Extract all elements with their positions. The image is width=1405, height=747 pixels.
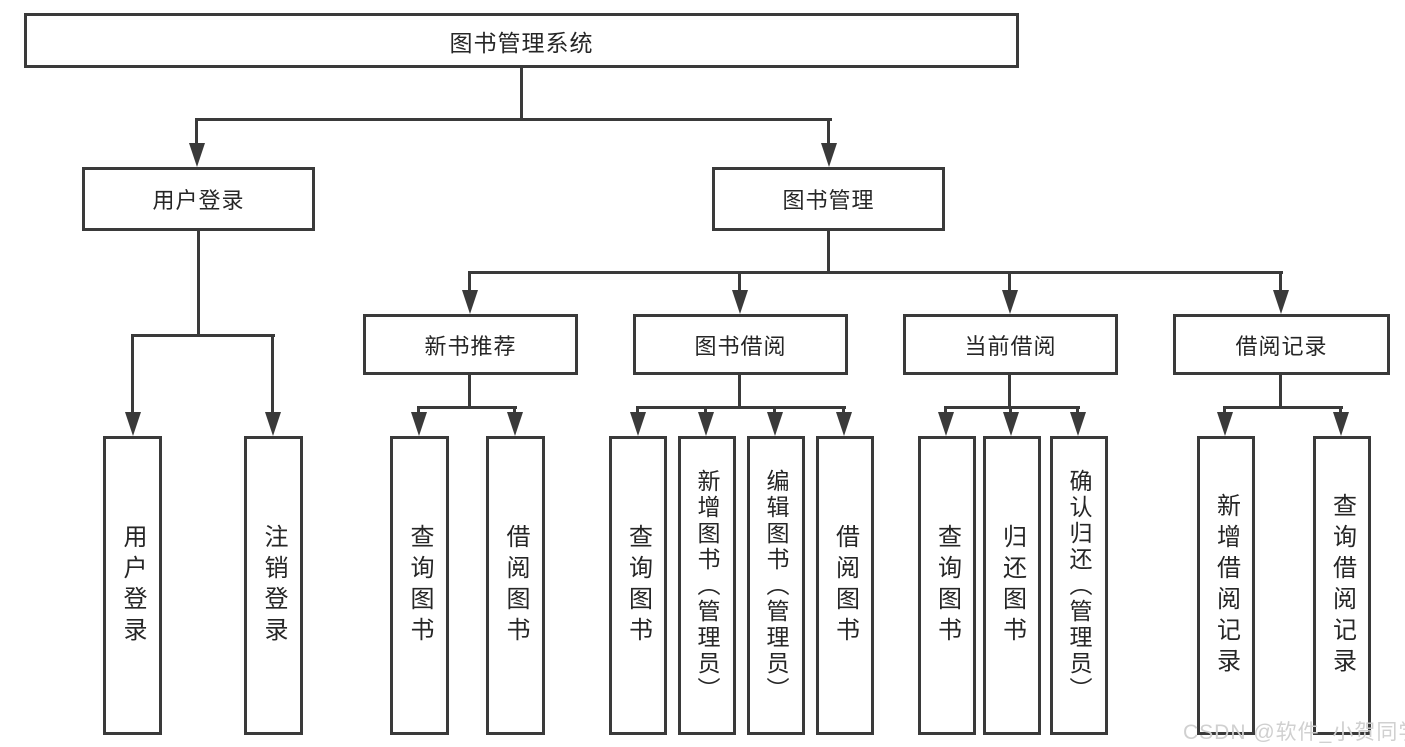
watermark-text: CSDN @软件_小贺同学 (1183, 721, 1405, 744)
node-user-login-label: 用户登录 (152, 188, 245, 213)
leaf-user-login: 用户登录 (103, 436, 162, 735)
leaf-current-query-books-label: 查询图书 (933, 523, 961, 648)
node-borrow-records: 借阅记录 (1173, 314, 1390, 375)
node-root-label: 图书管理系统 (449, 29, 594, 56)
arrow-down-icon (630, 412, 646, 436)
connector-recommend-rail (417, 406, 517, 409)
arrow-down-icon (507, 412, 523, 436)
connector-records-rail (1223, 406, 1343, 409)
node-new-book-recommend-label: 新书推荐 (424, 333, 517, 359)
leaf-logout: 注销登录 (244, 436, 303, 735)
connector-root-rail (196, 118, 832, 121)
arrow-down-icon (189, 143, 205, 167)
leaf-current-return-books-label: 归还图书 (998, 523, 1026, 648)
node-borrow-records-label: 借阅记录 (1235, 333, 1328, 359)
leaf-recommend-query-books-label: 查询图书 (406, 523, 433, 648)
arrow-shaft (827, 118, 830, 143)
leaf-user-login-label: 用户登录 (119, 523, 146, 648)
leaf-borrow-edit-books-admin-label: 编辑图书（管理员） (763, 468, 789, 703)
arrow-shaft (1076, 406, 1079, 412)
arrow-shaft (271, 334, 274, 412)
arrow-down-icon (1217, 412, 1233, 436)
node-new-book-recommend: 新书推荐 (363, 314, 578, 375)
arrow-shaft (1223, 406, 1226, 412)
node-book-borrow-label: 图书借阅 (694, 333, 787, 359)
leaf-current-query-books: 查询图书 (918, 436, 976, 735)
arrow-down-icon (1002, 290, 1018, 314)
arrow-shaft (842, 406, 845, 412)
connector-current-stem (1008, 375, 1011, 406)
connector-recommend-stem (468, 375, 471, 406)
arrow-down-icon (836, 412, 852, 436)
leaf-current-return-books: 归还图书 (983, 436, 1041, 735)
arrow-down-icon (411, 412, 427, 436)
node-root-system: 图书管理系统 (24, 13, 1019, 68)
leaf-borrow-add-books-admin: 新增图书（管理员） (678, 436, 736, 735)
leaf-borrow-edit-books-admin: 编辑图书（管理员） (747, 436, 805, 735)
arrow-down-icon (767, 412, 783, 436)
arrow-down-icon (265, 412, 281, 436)
node-user-login: 用户登录 (82, 167, 315, 231)
connector-borrow-stem (738, 375, 741, 406)
arrow-shaft (1279, 271, 1282, 290)
arrow-shaft (468, 271, 471, 290)
connector-root-stem (520, 68, 523, 118)
leaf-logout-label: 注销登录 (260, 523, 287, 648)
arrow-shaft (513, 406, 516, 412)
arrow-down-icon (1070, 412, 1086, 436)
arrow-shaft (738, 271, 741, 290)
arrow-down-icon (732, 290, 748, 314)
arrow-shaft (773, 406, 776, 412)
connector-mgmt-rail (468, 271, 1283, 274)
leaf-recommend-borrow-books: 借阅图书 (486, 436, 545, 735)
leaf-recommend-query-books: 查询图书 (390, 436, 449, 735)
leaf-records-add-record: 新增借阅记录 (1197, 436, 1255, 735)
arrow-shaft (131, 334, 134, 412)
arrow-shaft (1339, 406, 1342, 412)
leaf-borrow-query-books-label: 查询图书 (624, 523, 652, 648)
leaf-records-query-record: 查询借阅记录 (1313, 436, 1371, 735)
leaf-borrow-borrow-books-label: 借阅图书 (831, 523, 859, 648)
node-current-borrow-label: 当前借阅 (964, 333, 1057, 359)
leaf-records-add-record-label: 新增借阅记录 (1212, 492, 1240, 679)
connector-current-rail (944, 406, 1080, 409)
arrow-shaft (1008, 271, 1011, 290)
arrow-down-icon (698, 412, 714, 436)
node-current-borrow: 当前借阅 (903, 314, 1118, 375)
leaf-records-query-record-label: 查询借阅记录 (1328, 492, 1356, 679)
connector-records-stem (1279, 375, 1282, 406)
arrow-down-icon (125, 412, 141, 436)
connector-user-rail (131, 334, 275, 337)
arrow-shaft (944, 406, 947, 412)
leaf-borrow-query-books: 查询图书 (609, 436, 667, 735)
connector-borrow-rail (636, 406, 846, 409)
arrow-shaft (1009, 406, 1012, 412)
arrow-shaft (195, 118, 198, 143)
node-book-management: 图书管理 (712, 167, 945, 231)
leaf-borrow-borrow-books: 借阅图书 (816, 436, 874, 735)
arrow-down-icon (1333, 412, 1349, 436)
arrow-down-icon (938, 412, 954, 436)
arrow-shaft (636, 406, 639, 412)
arrow-shaft (417, 406, 420, 412)
node-book-management-label: 图书管理 (782, 188, 875, 213)
leaf-recommend-borrow-books-label: 借阅图书 (502, 523, 529, 648)
arrow-shaft (704, 406, 707, 412)
arrow-down-icon (1273, 290, 1289, 314)
leaf-borrow-add-books-admin-label: 新增图书（管理员） (694, 468, 720, 703)
leaf-current-confirm-return-admin: 确认归还（管理员） (1050, 436, 1108, 735)
leaf-current-confirm-return-admin-label: 确认归还（管理员） (1066, 468, 1092, 703)
node-book-borrow: 图书借阅 (633, 314, 848, 375)
arrow-down-icon (821, 143, 837, 167)
connector-mgmt-stem (827, 231, 830, 271)
connector-user-stem (197, 231, 200, 334)
arrow-down-icon (462, 290, 478, 314)
arrow-down-icon (1003, 412, 1019, 436)
